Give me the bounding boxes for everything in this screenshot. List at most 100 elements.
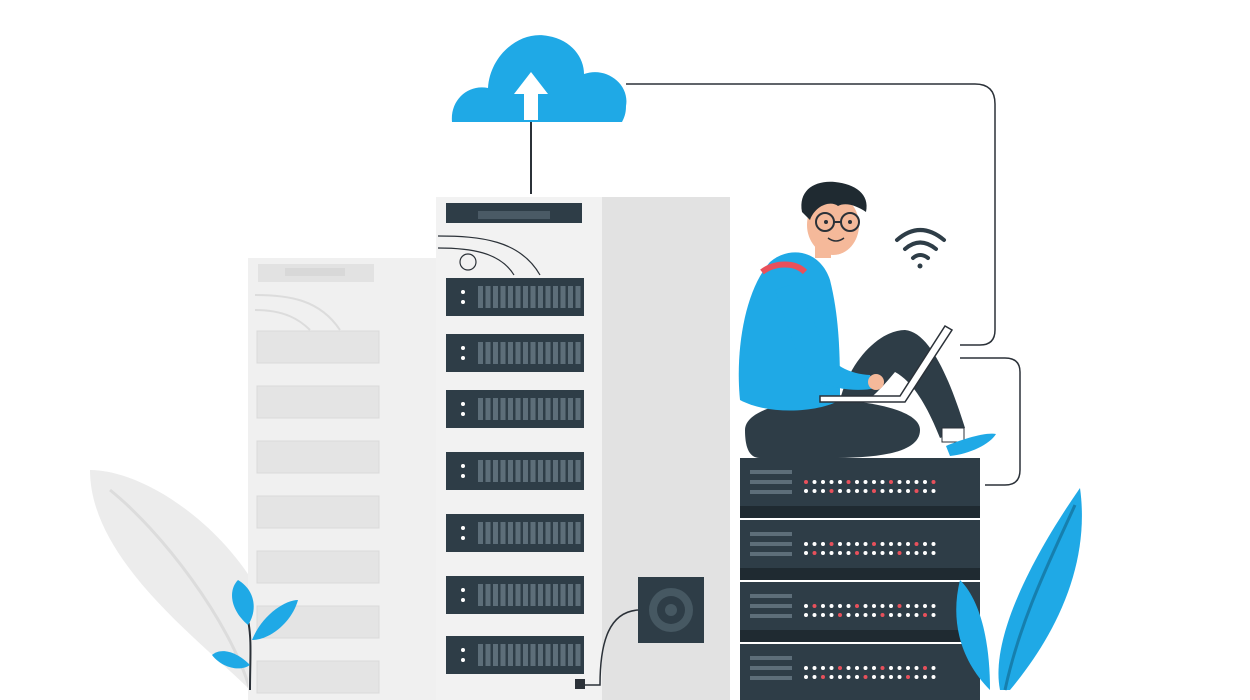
server-tower-back bbox=[248, 258, 438, 700]
rack-slot bbox=[560, 584, 566, 606]
stack-led bbox=[804, 604, 808, 608]
rack-led bbox=[461, 402, 465, 406]
rack-slot bbox=[538, 584, 543, 606]
stack-led bbox=[872, 666, 876, 670]
rack-slot bbox=[575, 342, 581, 364]
stack-led bbox=[863, 666, 868, 670]
rack-slot bbox=[545, 584, 551, 606]
rack-slot bbox=[485, 398, 491, 420]
stack-led bbox=[897, 489, 902, 493]
stack-led bbox=[855, 551, 859, 555]
stack-led bbox=[914, 666, 919, 670]
rack-slot bbox=[523, 584, 528, 606]
rack-slot bbox=[575, 584, 581, 606]
network-cable-lower bbox=[960, 357, 1021, 486]
stack-led bbox=[863, 480, 868, 484]
stack-led bbox=[812, 480, 817, 484]
stack-led bbox=[863, 675, 868, 679]
stack-led bbox=[889, 480, 893, 484]
rack-slot bbox=[508, 522, 513, 544]
rack-slot bbox=[500, 584, 506, 606]
rack-slot bbox=[515, 644, 521, 666]
stack-led bbox=[889, 604, 893, 608]
rack-slot bbox=[553, 522, 558, 544]
rack-slot bbox=[545, 398, 551, 420]
rack-slot bbox=[530, 398, 536, 420]
stack-led bbox=[812, 675, 817, 679]
stack-led bbox=[855, 604, 859, 608]
rack-slot bbox=[500, 286, 506, 308]
stack-led bbox=[838, 489, 842, 493]
stack-led bbox=[812, 604, 817, 608]
stack-led bbox=[855, 666, 859, 670]
rack-slot bbox=[553, 286, 558, 308]
rack-slot bbox=[545, 342, 551, 364]
rack-led bbox=[461, 464, 465, 468]
stack-led bbox=[906, 613, 910, 617]
stack-led bbox=[880, 551, 885, 555]
stack-led bbox=[889, 489, 893, 493]
stack-led bbox=[821, 542, 825, 546]
stack-led bbox=[804, 480, 808, 484]
rack-slot bbox=[568, 584, 573, 606]
rack-slot bbox=[523, 644, 528, 666]
stack-led bbox=[812, 542, 817, 546]
rack-slot bbox=[530, 522, 536, 544]
stack-led bbox=[914, 551, 919, 555]
rack-slot bbox=[493, 342, 498, 364]
stack-led bbox=[829, 666, 834, 670]
rack-slot bbox=[523, 460, 528, 482]
plant-left bbox=[212, 580, 298, 691]
rack-slot bbox=[553, 644, 558, 666]
rack-slot bbox=[575, 286, 581, 308]
rack-slot bbox=[493, 584, 498, 606]
rack-slot bbox=[523, 522, 528, 544]
rack-slot bbox=[515, 398, 521, 420]
rack-slot bbox=[575, 460, 581, 482]
stack-led bbox=[897, 675, 902, 679]
rack-slot bbox=[530, 460, 536, 482]
stack-led bbox=[897, 613, 902, 617]
stack-led bbox=[880, 666, 885, 670]
rack-slot bbox=[493, 286, 498, 308]
rack-slot bbox=[553, 398, 558, 420]
rack-slot bbox=[538, 398, 543, 420]
stack-led bbox=[863, 489, 868, 493]
stack-led bbox=[914, 604, 919, 608]
stack-led bbox=[914, 542, 919, 546]
stack-led bbox=[804, 666, 808, 670]
stack-led bbox=[838, 675, 842, 679]
rack-slot bbox=[500, 398, 506, 420]
rack-slot bbox=[478, 460, 483, 482]
rack-slot bbox=[493, 398, 498, 420]
rack-slot bbox=[530, 342, 536, 364]
rack-slot bbox=[515, 460, 521, 482]
stack-led bbox=[829, 489, 834, 493]
stack-led bbox=[838, 604, 842, 608]
stack-led bbox=[846, 542, 851, 546]
rack-slot bbox=[478, 522, 483, 544]
stack-led bbox=[931, 551, 936, 555]
stack-led bbox=[855, 613, 859, 617]
stack-led bbox=[804, 489, 808, 493]
rack-slot bbox=[530, 584, 536, 606]
stack-led bbox=[906, 542, 910, 546]
stack-led bbox=[923, 480, 927, 484]
stack-led bbox=[855, 542, 859, 546]
stack-led bbox=[863, 604, 868, 608]
stack-led bbox=[931, 613, 936, 617]
rack-slot bbox=[545, 644, 551, 666]
stack-led bbox=[804, 542, 808, 546]
stack-led bbox=[829, 551, 834, 555]
rack-slot bbox=[485, 644, 491, 666]
stack-led bbox=[863, 551, 868, 555]
stack-led bbox=[829, 604, 834, 608]
rack-led bbox=[461, 588, 465, 592]
stack-led bbox=[923, 551, 927, 555]
stack-led bbox=[923, 604, 927, 608]
cloud-upload-icon bbox=[451, 35, 627, 194]
stack-led bbox=[821, 480, 825, 484]
rack-led bbox=[461, 658, 465, 662]
stack-led bbox=[872, 613, 876, 617]
